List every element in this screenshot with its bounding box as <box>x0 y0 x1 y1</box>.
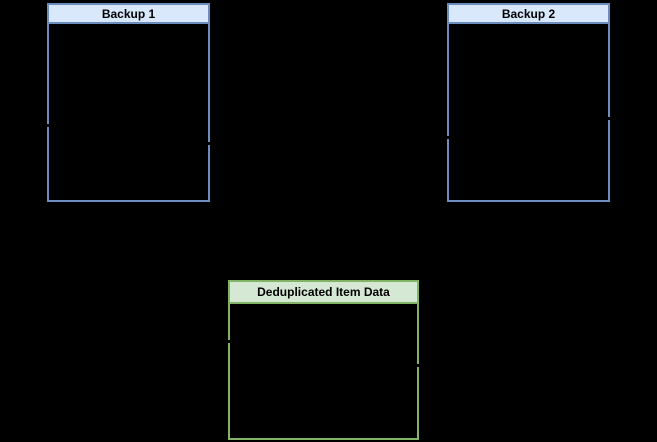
connector-border-crossing <box>43 124 52 127</box>
deduplicated-item-data-title: Deduplicated Item Data <box>230 282 417 304</box>
backup-1-box: Backup 1 <box>47 3 210 202</box>
connector-border-crossing <box>605 117 614 120</box>
connector-border-crossing <box>443 136 452 139</box>
connector-border-crossing <box>414 364 423 367</box>
backup-1-title: Backup 1 <box>49 5 208 24</box>
backup-2-title: Backup 2 <box>449 5 608 24</box>
connector-border-crossing <box>205 142 214 145</box>
backup-2-box: Backup 2 <box>447 3 610 202</box>
deduplicated-item-data-box: Deduplicated Item Data <box>228 280 419 440</box>
connector-border-crossing <box>224 340 233 343</box>
